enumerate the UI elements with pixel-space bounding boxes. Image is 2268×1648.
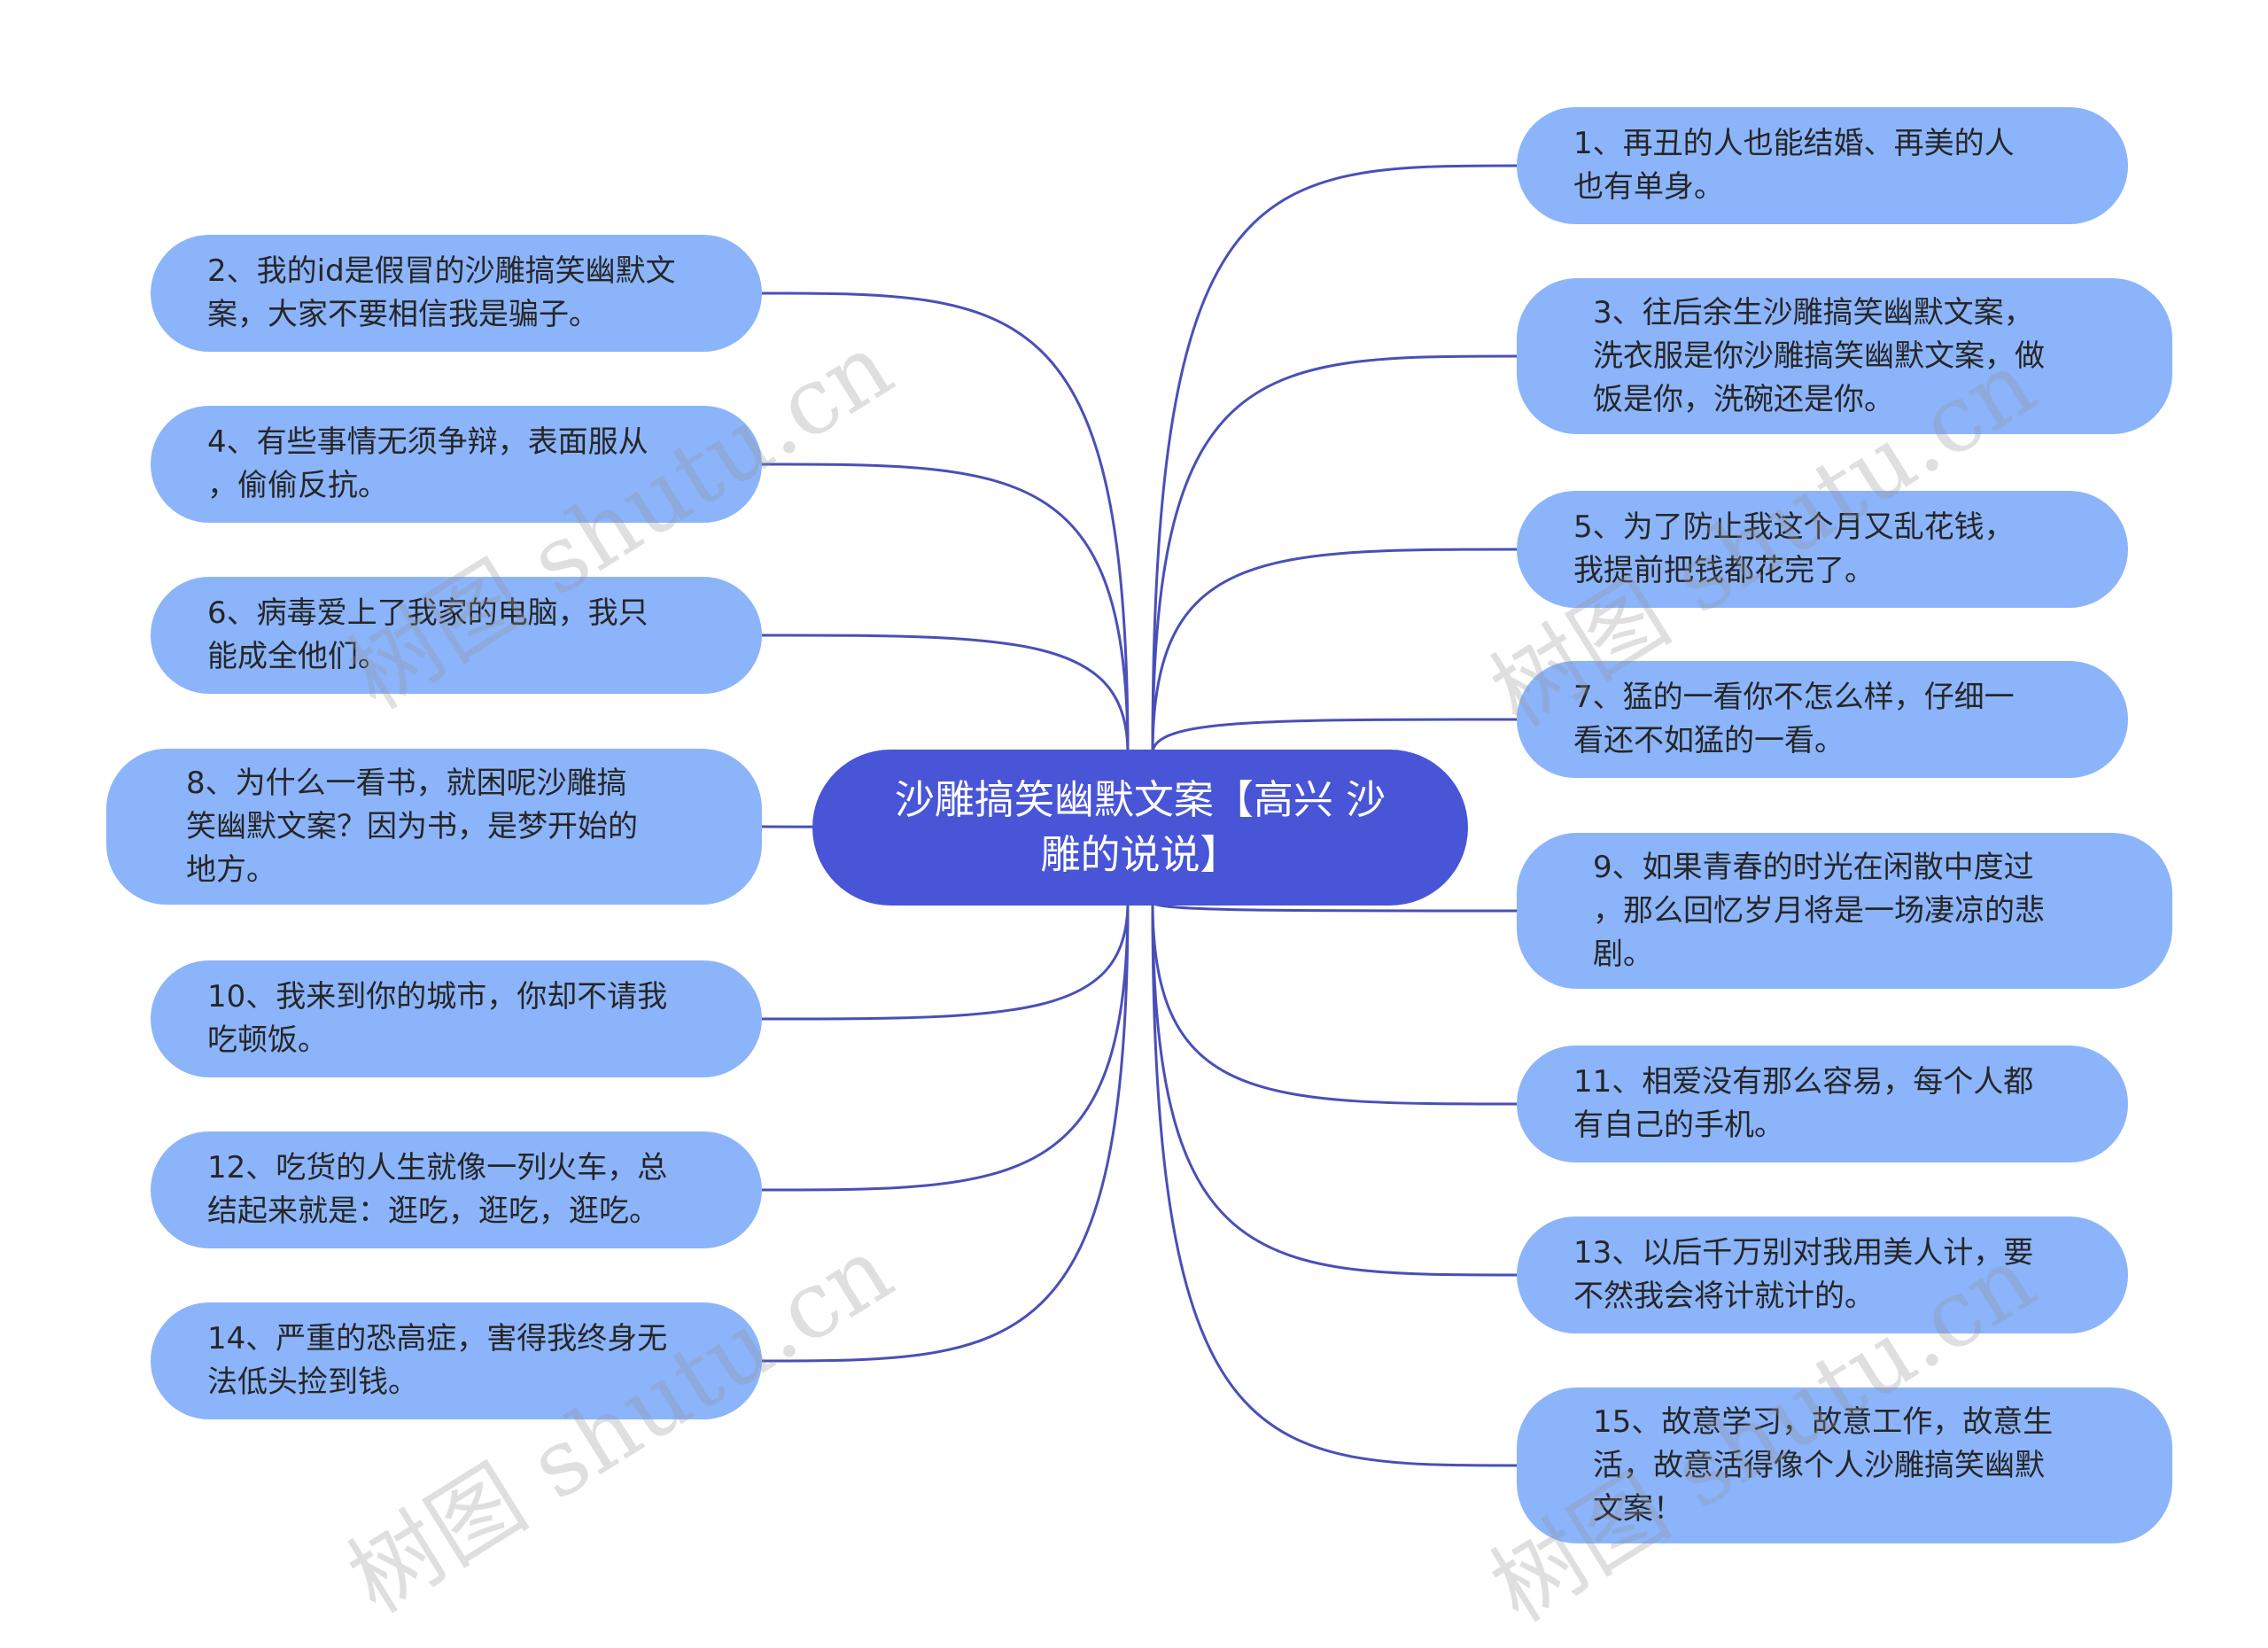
- topic-label: 8、为什么一看书，就困呢沙雕搞 笑幽默文案？因为书，是梦开始的 地方。: [186, 765, 638, 888]
- topic-label: 10、我来到你的城市，你却不请我 吃顿饭。: [207, 979, 668, 1058]
- connector-line-1: [1151, 164, 1518, 754]
- topic-label: 7、猛的一看你不怎么样，仔细一 看还不如猛的一看。: [1573, 680, 2015, 758]
- topic-node-11[interactable]: 11、相爱没有那么容易，每个人都 有自己的手机。: [1517, 1046, 2128, 1162]
- topic-node-4[interactable]: 4、有些事情无须争辩，表面服从 ，偷偷反抗。: [151, 406, 762, 523]
- connector-line-5: [1151, 548, 1518, 754]
- topic-label: 6、病毒爱上了我家的电脑，我只 能成全他们。: [207, 595, 649, 674]
- connector-line-6: [761, 634, 1130, 754]
- topic-label: 3、往后余生沙雕搞笑幽默文案， 洗衣服是你沙雕搞笑幽默文案，做 饭是你，洗碗还是…: [1593, 294, 2045, 417]
- topic-node-3[interactable]: 3、往后余生沙雕搞笑幽默文案， 洗衣服是你沙雕搞笑幽默文案，做 饭是你，洗碗还是…: [1517, 278, 2172, 434]
- connector-line-7: [1151, 718, 1518, 754]
- topic-label: 15、故意学习，故意工作，故意生 活，故意活得像个人沙雕搞笑幽默 文案！: [1593, 1403, 2054, 1527]
- topic-label: 11、相爱没有那么容易，每个人都 有自己的手机。: [1573, 1064, 2034, 1143]
- topic-node-10[interactable]: 10、我来到你的城市，你却不请我 吃顿饭。: [151, 960, 762, 1077]
- connector-line-10: [761, 901, 1130, 1021]
- topic-label: 9、如果青春的时光在闲散中度过 ，那么回忆岁月将是一场凄凉的悲 剧。: [1593, 849, 2045, 972]
- topic-label: 14、严重的恐高症，害得我终身无 法低头捡到钱。: [207, 1321, 668, 1400]
- topic-label: 12、吃货的人生就像一列火车，总 结起来就是：逛吃，逛吃，逛吃。: [207, 1150, 668, 1229]
- connector-line-12: [761, 901, 1130, 1192]
- topic-node-5[interactable]: 5、为了防止我这个月又乱花钱， 我提前把钱都花完了。: [1517, 491, 2128, 608]
- topic-node-6[interactable]: 6、病毒爱上了我家的电脑，我只 能成全他们。: [151, 577, 762, 694]
- connector-line-4: [761, 463, 1130, 754]
- topic-node-14[interactable]: 14、严重的恐高症，害得我终身无 法低头捡到钱。: [151, 1302, 762, 1419]
- topic-label: 2、我的id是假冒的沙雕搞笑幽默文 案，大家不要相信我是骗子。: [207, 253, 676, 332]
- connector-line-14: [761, 901, 1130, 1363]
- topic-node-2[interactable]: 2、我的id是假冒的沙雕搞笑幽默文 案，大家不要相信我是骗子。: [151, 235, 762, 352]
- topic-node-9[interactable]: 9、如果青春的时光在闲散中度过 ，那么回忆岁月将是一场凄凉的悲 剧。: [1517, 833, 2172, 989]
- topic-node-15[interactable]: 15、故意学习，故意工作，故意生 活，故意活得像个人沙雕搞笑幽默 文案！: [1517, 1388, 2172, 1543]
- topic-label: 5、为了防止我这个月又乱花钱， 我提前把钱都花完了。: [1573, 509, 2015, 588]
- connector-line-2: [761, 292, 1130, 754]
- connector-line-13: [1151, 901, 1518, 1277]
- topic-node-13[interactable]: 13、以后千万别对我用美人计，要 不然我会将计就计的。: [1517, 1217, 2128, 1333]
- topic-label: 13、以后千万别对我用美人计，要 不然我会将计就计的。: [1573, 1235, 2034, 1314]
- topic-label: 4、有些事情无须争辩，表面服从 ，偷偷反抗。: [207, 424, 649, 503]
- connector-line-3: [1151, 354, 1518, 754]
- topic-node-7[interactable]: 7、猛的一看你不怎么样，仔细一 看还不如猛的一看。: [1517, 661, 2128, 778]
- topic-node-12[interactable]: 12、吃货的人生就像一列火车，总 结起来就是：逛吃，逛吃，逛吃。: [151, 1131, 762, 1248]
- central-topic[interactable]: 沙雕搞笑幽默文案【高兴 沙雕的说说】: [812, 750, 1468, 906]
- connector-line-15: [1151, 901, 1518, 1467]
- topic-node-1[interactable]: 1、再丑的人也能结婚、再美的人 也有单身。: [1517, 107, 2128, 224]
- central-topic-label: 沙雕搞笑幽默文案【高兴 沙雕的说说】: [894, 776, 1386, 878]
- topic-node-8[interactable]: 8、为什么一看书，就困呢沙雕搞 笑幽默文案？因为书，是梦开始的 地方。: [106, 749, 762, 905]
- topic-label: 1、再丑的人也能结婚、再美的人 也有单身。: [1573, 126, 2015, 205]
- connector-line-11: [1151, 901, 1518, 1106]
